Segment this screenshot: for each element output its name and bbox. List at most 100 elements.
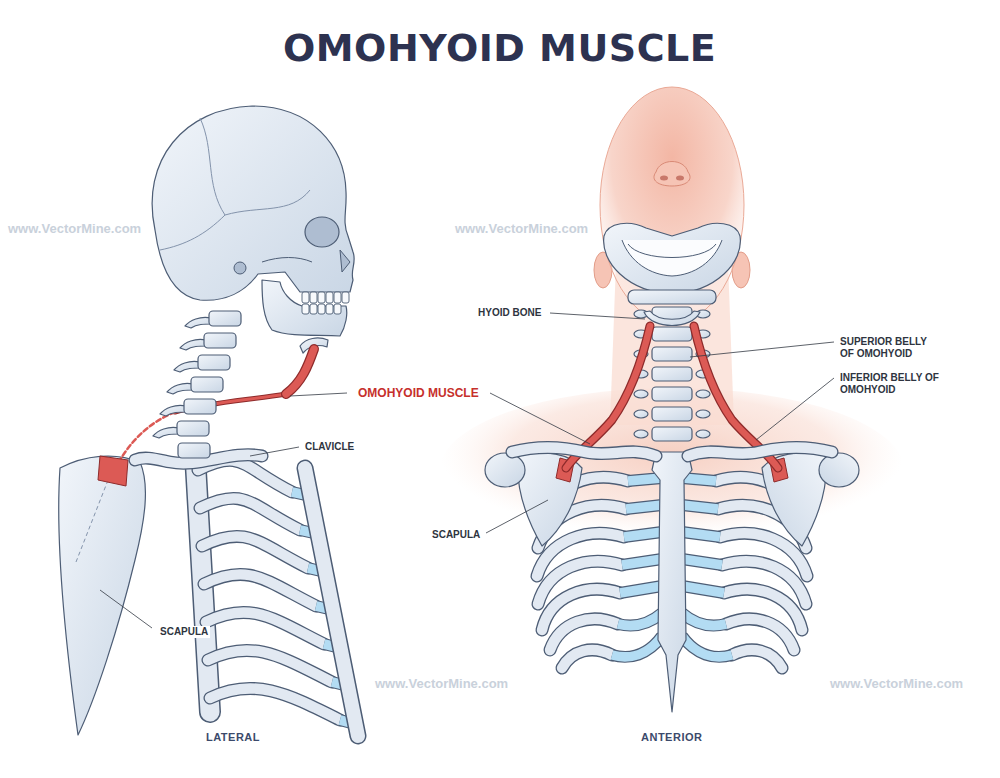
ribcage bbox=[622, 559, 662, 565]
skull bbox=[152, 106, 354, 300]
cervical-vertebra bbox=[177, 421, 209, 436]
skull bbox=[302, 292, 309, 303]
skull bbox=[318, 304, 325, 314]
shoulder-girdle bbox=[512, 448, 656, 457]
nose bbox=[654, 162, 690, 187]
muscle-label: OMOHYOID MUSCLE bbox=[358, 386, 479, 400]
skull bbox=[334, 304, 341, 314]
lateral-view bbox=[59, 106, 358, 736]
cervical-vertebra bbox=[184, 399, 216, 414]
ribcage bbox=[624, 532, 662, 537]
mandible bbox=[604, 223, 741, 294]
cervical-vertebra bbox=[198, 355, 230, 370]
nose bbox=[654, 162, 690, 187]
watermark: www.VectorMine.com bbox=[8, 221, 141, 236]
superior-belly bbox=[286, 349, 314, 394]
superior-belly bbox=[286, 349, 314, 394]
skull bbox=[262, 258, 312, 263]
rib bbox=[204, 574, 316, 606]
ribcage bbox=[618, 613, 662, 626]
skull bbox=[318, 292, 325, 303]
skull bbox=[302, 304, 309, 314]
shoulder-girdle bbox=[688, 326, 859, 546]
ribcage bbox=[624, 532, 662, 537]
skull bbox=[225, 190, 310, 215]
leader-line bbox=[100, 313, 834, 628]
part-label: SUPERIOR BELLY OF OMOHYOID bbox=[840, 336, 940, 360]
ribcage bbox=[626, 505, 662, 509]
shoulder-girdle bbox=[485, 326, 656, 546]
part-label: CLAVICLE bbox=[305, 441, 354, 453]
mandible bbox=[622, 240, 722, 276]
skull bbox=[234, 262, 246, 274]
cervical-vertebra bbox=[696, 430, 710, 438]
skull bbox=[152, 106, 354, 336]
ribcage bbox=[626, 505, 662, 509]
anterior-view bbox=[440, 87, 904, 712]
skull bbox=[200, 118, 225, 215]
mandible bbox=[628, 244, 716, 258]
scapula-bone bbox=[59, 456, 146, 735]
view-caption: LATERAL bbox=[206, 731, 260, 744]
cervical-vertebra bbox=[628, 290, 716, 304]
leader-line bbox=[250, 447, 299, 456]
ribcage bbox=[562, 650, 612, 668]
leader-line bbox=[486, 500, 548, 533]
ribcage bbox=[620, 586, 662, 593]
shoulder-girdle bbox=[485, 453, 525, 487]
rib bbox=[202, 536, 308, 568]
leader-line bbox=[690, 342, 834, 357]
skull bbox=[262, 280, 347, 336]
diagram-title: OMOHYOID MUSCLE bbox=[283, 26, 716, 70]
cervical-vertebra bbox=[634, 390, 648, 398]
cervical-vertebra bbox=[696, 390, 710, 398]
rib bbox=[204, 574, 316, 606]
cervical-vertebra bbox=[209, 311, 241, 326]
rib bbox=[202, 536, 308, 568]
view-caption: ANTERIOR bbox=[641, 731, 702, 744]
ribcage bbox=[628, 478, 662, 481]
cervical-vertebra bbox=[652, 427, 692, 441]
ribcage bbox=[562, 650, 612, 668]
cervical-vertebra bbox=[652, 387, 692, 401]
cervical-vertebra bbox=[634, 430, 648, 438]
ribcage bbox=[618, 613, 662, 626]
ribcage bbox=[612, 636, 662, 657]
rib bbox=[206, 612, 324, 644]
cervical-vertebra bbox=[634, 410, 648, 418]
rib bbox=[200, 498, 300, 530]
sternum bbox=[305, 468, 358, 736]
ribcage bbox=[622, 559, 662, 565]
rib bbox=[208, 650, 332, 682]
cervical-vertebra bbox=[652, 347, 692, 361]
leader-line bbox=[550, 313, 645, 319]
rib bbox=[200, 498, 300, 530]
skull bbox=[340, 250, 350, 272]
sternum bbox=[305, 468, 358, 736]
part-label: INFERIOR BELLY OF OMOHYOID bbox=[840, 372, 940, 396]
cervical-vertebra bbox=[191, 377, 223, 392]
skull bbox=[334, 292, 341, 303]
watermark: www.VectorMine.com bbox=[830, 676, 963, 691]
ribcage bbox=[620, 586, 662, 593]
part-label: SCAPULA bbox=[432, 529, 480, 541]
nose bbox=[676, 176, 684, 181]
nose bbox=[660, 176, 668, 181]
cervical-vertebra bbox=[696, 410, 710, 418]
sternum bbox=[305, 468, 358, 736]
skull bbox=[326, 292, 333, 303]
rib bbox=[206, 612, 324, 644]
skull bbox=[310, 304, 317, 314]
skull bbox=[342, 292, 349, 303]
part-label: SCAPULA bbox=[158, 626, 210, 638]
cervical-vertebra bbox=[178, 443, 210, 458]
leader-line bbox=[290, 393, 347, 396]
ribcage bbox=[628, 478, 662, 481]
part-label: HYOID BONE bbox=[478, 307, 541, 319]
omohyoid-muscle bbox=[98, 394, 286, 486]
rib bbox=[210, 688, 340, 720]
head bbox=[600, 87, 744, 323]
sternum bbox=[652, 452, 692, 712]
leader-line bbox=[490, 393, 590, 444]
